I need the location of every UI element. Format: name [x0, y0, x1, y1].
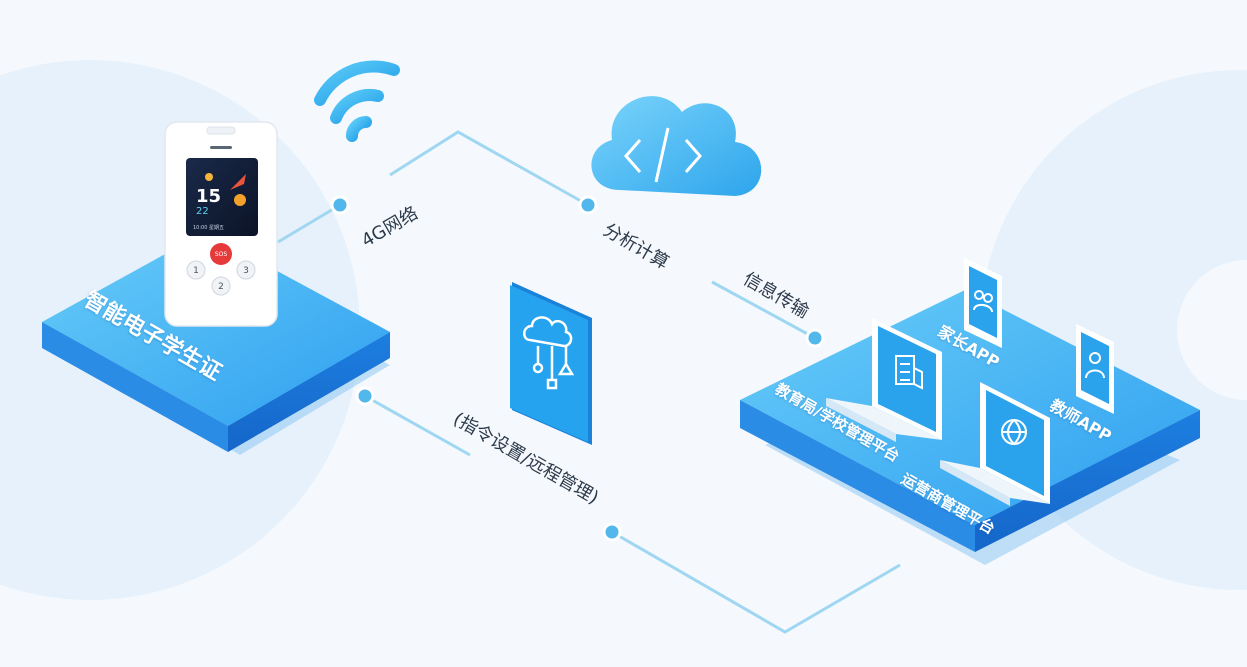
parent-icon [973, 290, 993, 313]
building-icon [895, 355, 923, 390]
line-wifi-cloud [389, 130, 589, 207]
line-transfer [711, 280, 816, 340]
screen-footer: 10:00 星期五 [193, 225, 224, 231]
sos-button[interactable] [210, 243, 232, 265]
key-1-label: 1 [193, 266, 199, 276]
cloud-network-icon [523, 316, 575, 390]
globe-icon [1001, 419, 1027, 445]
key-1-button[interactable] [186, 260, 206, 280]
wifi-icon [314, 60, 400, 142]
command-card [510, 282, 592, 445]
left-platform [42, 232, 390, 455]
node-network [330, 195, 350, 215]
node-command-bottom [602, 522, 622, 542]
screen-sub: 22 [196, 206, 209, 217]
connection-lines [277, 130, 901, 634]
phone-parent [964, 258, 1002, 348]
laptop-edu [826, 318, 942, 442]
node-transfer [805, 328, 825, 348]
connection-nodes [330, 195, 825, 542]
student-id-device: 15 22 10:00 星期五 SOS 1 2 3 [164, 121, 278, 327]
line-device-wifi [277, 203, 341, 244]
laptop-operator [940, 382, 1050, 506]
screen-number: 15 [196, 186, 221, 207]
node-command-top [355, 386, 375, 406]
key-3-button[interactable] [236, 260, 256, 280]
bg-circle-right-inner [1177, 260, 1247, 400]
key-3-label: 3 [243, 266, 249, 276]
phone-teacher [1076, 324, 1114, 414]
line-command-top [364, 394, 471, 457]
sos-label: SOS [215, 251, 228, 258]
line-command-bottom [611, 530, 901, 634]
key-2-label: 2 [218, 282, 224, 292]
teacher-icon [1085, 352, 1105, 379]
cloud-code-icon [591, 96, 762, 196]
node-compute [578, 195, 598, 215]
key-2-button[interactable] [211, 276, 231, 296]
